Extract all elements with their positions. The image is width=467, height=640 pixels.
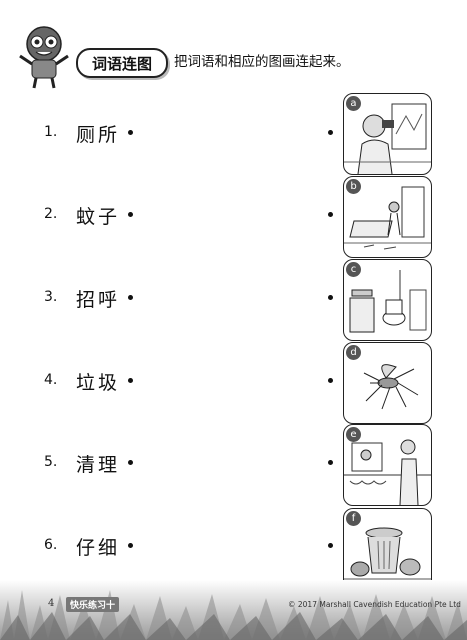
picture-label: a xyxy=(346,96,361,111)
match-row-2: 2. 蚊子 xyxy=(0,200,467,230)
picture-label: f xyxy=(346,511,361,526)
word-dot[interactable] xyxy=(128,460,133,465)
item-number: 4. xyxy=(44,372,58,388)
picture-f: f xyxy=(343,508,432,590)
item-number: 3. xyxy=(44,289,58,305)
match-row-6: 6. 仔细 xyxy=(0,531,467,561)
picture-e: e xyxy=(343,424,432,506)
match-row-3: 3. 招呼 xyxy=(0,283,467,313)
picture-dot[interactable] xyxy=(328,378,333,383)
mascot-icon xyxy=(19,26,69,89)
picture-dot[interactable] xyxy=(328,460,333,465)
picture-label: e xyxy=(346,427,361,442)
item-number: 6. xyxy=(44,537,58,553)
picture-d: d xyxy=(343,342,432,424)
word-dot[interactable] xyxy=(128,378,133,383)
page-number: 4 xyxy=(48,598,55,609)
picture-dot[interactable] xyxy=(328,543,333,548)
instruction-text: 把词语和相应的图画连起来。 xyxy=(174,54,350,70)
mosquito-icon xyxy=(363,364,419,410)
picture-b: b xyxy=(343,176,432,258)
match-row-5: 5. 清理 xyxy=(0,448,467,478)
picture-c: c xyxy=(343,259,432,341)
word-dot[interactable] xyxy=(128,543,133,548)
word-dot[interactable] xyxy=(128,295,133,300)
picture-label: c xyxy=(346,262,361,277)
item-word: 垃圾 xyxy=(76,372,121,394)
item-number: 2. xyxy=(44,206,58,222)
item-word: 蚊子 xyxy=(76,206,121,228)
item-number: 1. xyxy=(44,124,58,140)
copyright-text: © 2017 Marshall Cavendish Education Pte … xyxy=(288,600,461,609)
picture-a: a xyxy=(343,93,432,175)
item-word: 厕所 xyxy=(76,124,121,146)
trash-bin-icon xyxy=(344,527,431,580)
picture-label: b xyxy=(346,179,361,194)
grass-decoration-icon xyxy=(0,580,467,640)
man-binoculars-icon xyxy=(344,103,431,174)
match-row-1: 1. 厕所 xyxy=(0,118,467,148)
picture-dot[interactable] xyxy=(328,130,333,135)
exercise-title: 词语连图 xyxy=(76,48,168,78)
word-dot[interactable] xyxy=(128,212,133,217)
item-word: 清理 xyxy=(76,454,121,476)
picture-label: d xyxy=(346,345,361,360)
item-word: 招呼 xyxy=(76,289,121,311)
item-word: 仔细 xyxy=(76,537,121,559)
item-number: 5. xyxy=(44,454,58,470)
picture-dot[interactable] xyxy=(328,212,333,217)
messy-room-icon xyxy=(344,186,431,250)
match-row-4: 4. 垃圾 xyxy=(0,366,467,396)
picture-dot[interactable] xyxy=(328,295,333,300)
bathroom-toilet-icon xyxy=(349,270,427,333)
book-name: 快乐练习十 xyxy=(66,597,120,612)
word-dot[interactable] xyxy=(128,130,133,135)
neighbors-greeting-icon xyxy=(344,439,431,505)
